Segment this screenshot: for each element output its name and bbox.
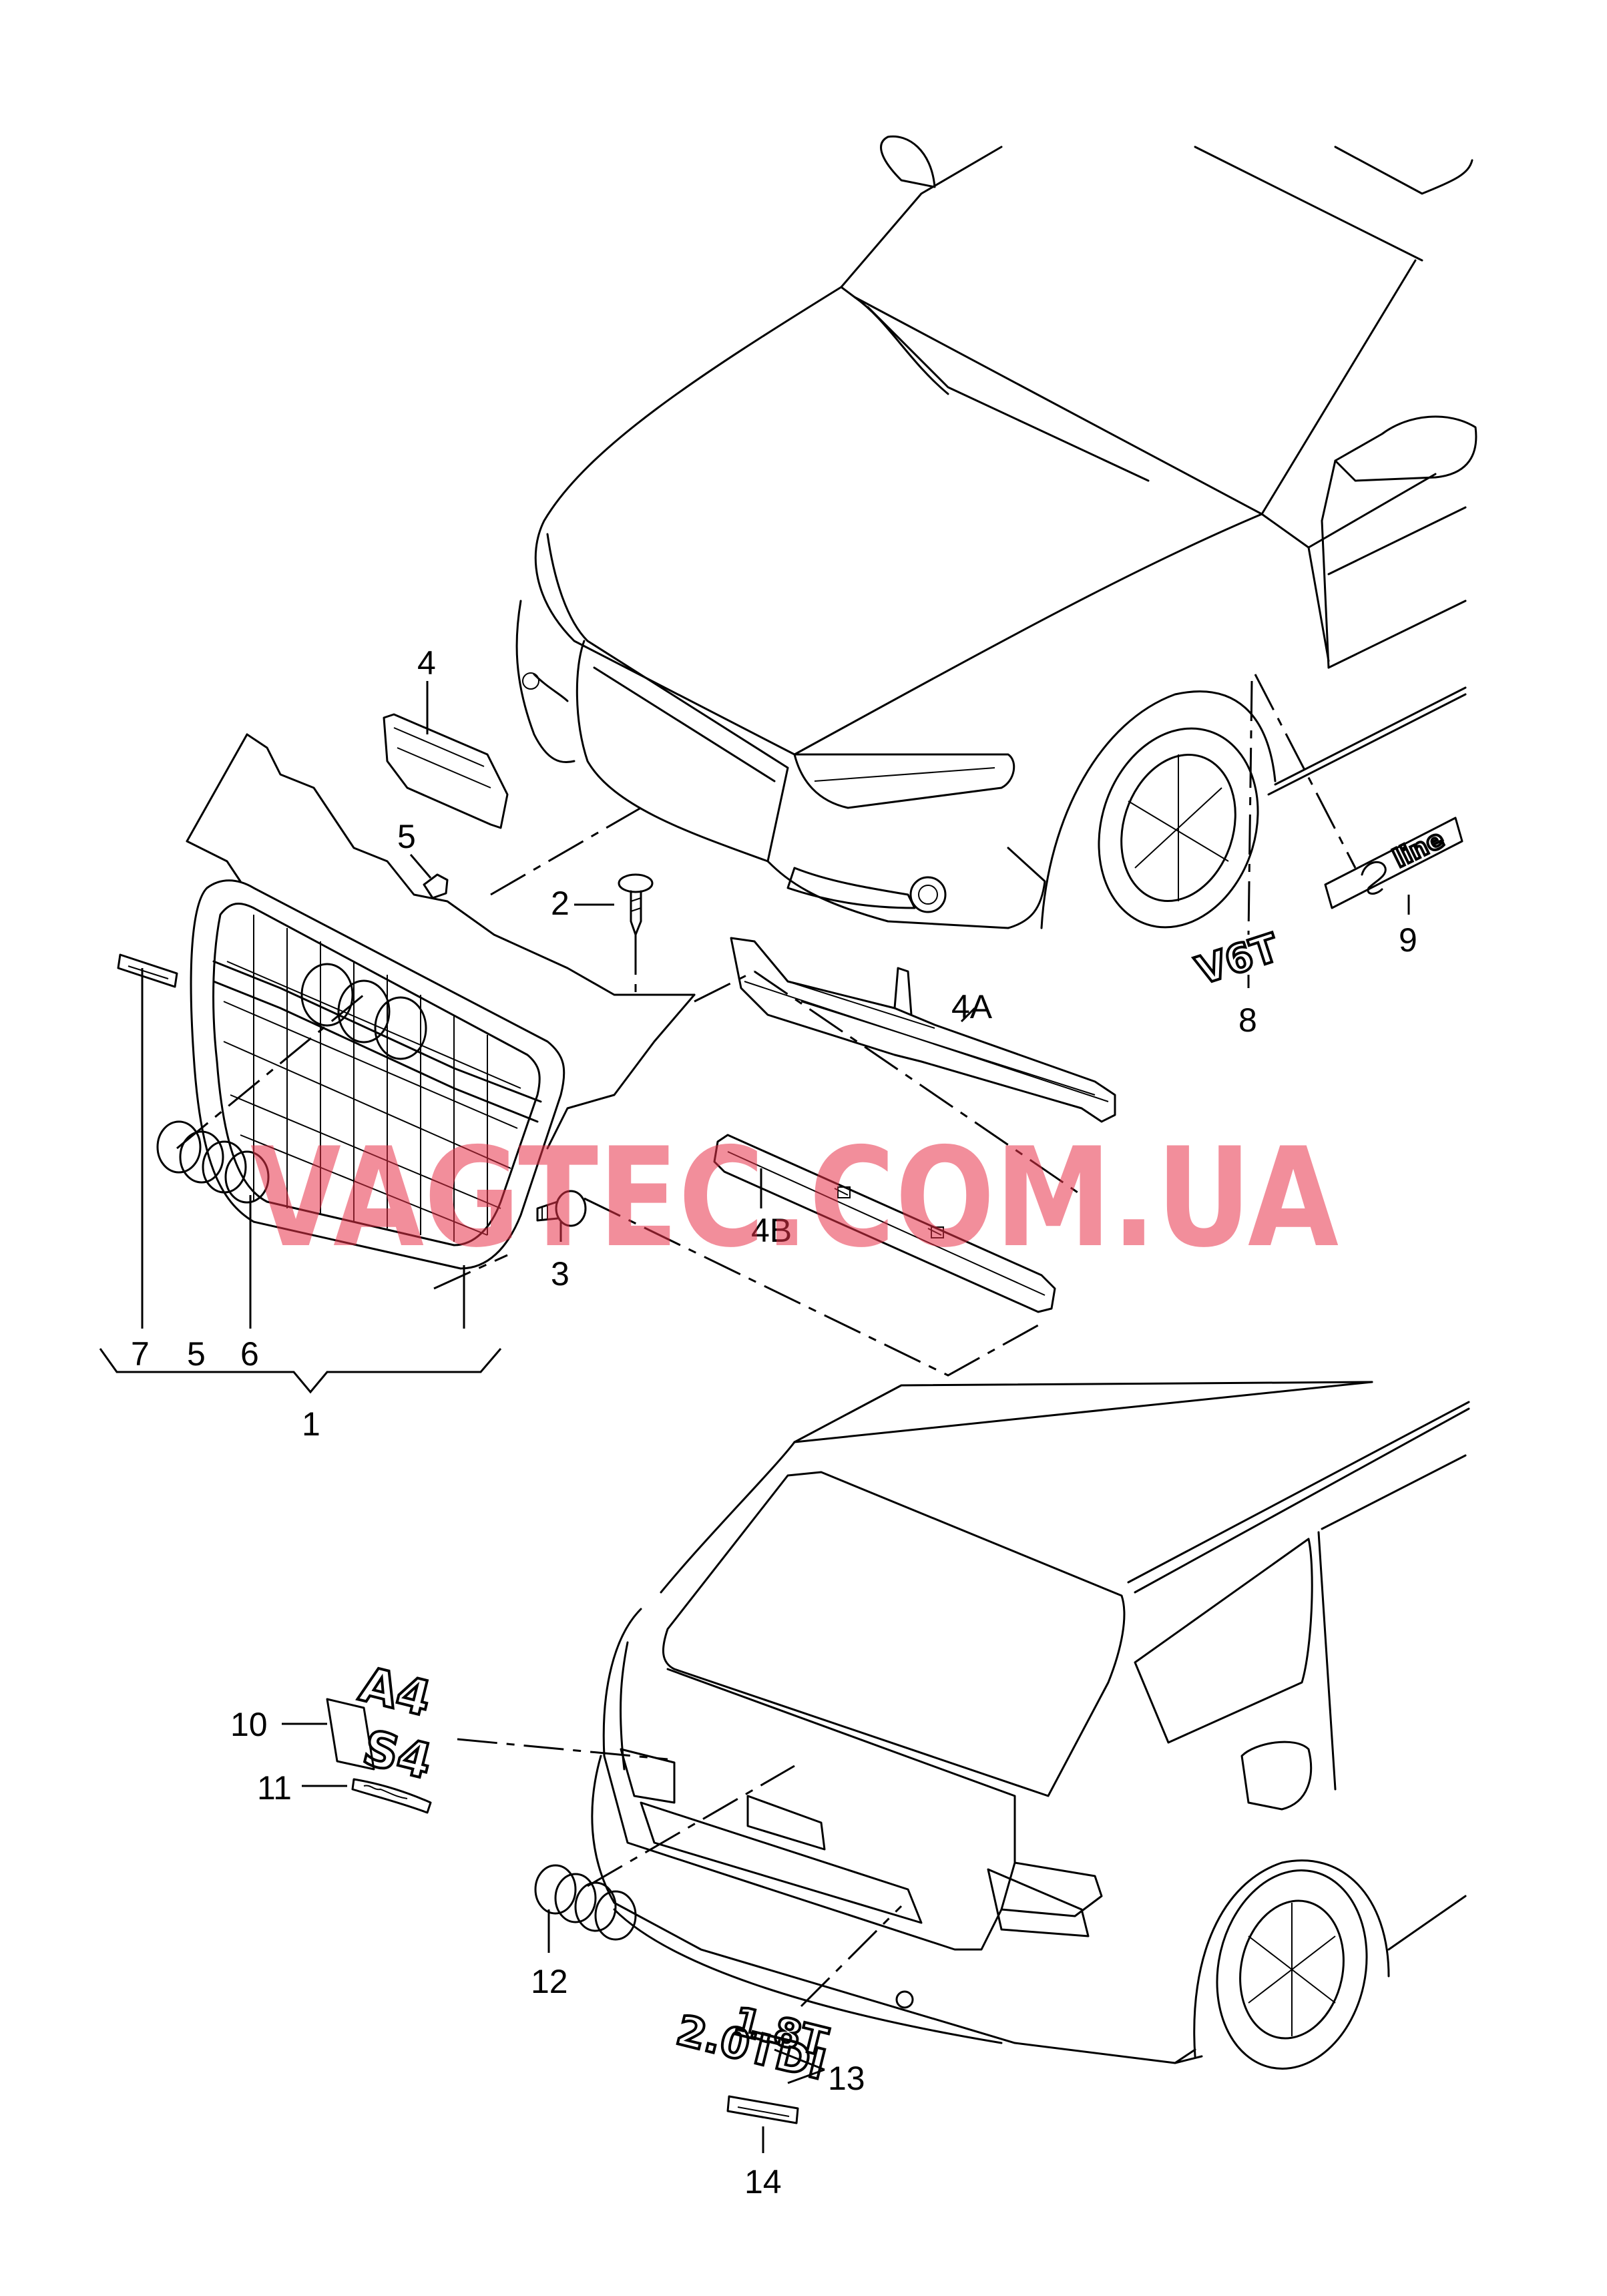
callout-5-top: 5 (397, 818, 416, 855)
watermark-text: VAGTEC.COM.UA (250, 1119, 1339, 1278)
clip-part-5 (423, 873, 449, 899)
callout-4: 4 (417, 644, 436, 682)
assembly-lines (176, 674, 1357, 2008)
leader-lines (99, 681, 1410, 2153)
screw-part-2 (618, 873, 654, 936)
callout-8: 8 (1238, 1001, 1257, 1039)
quattro-script-part-11 (351, 1778, 432, 1814)
callout-numbers: 4 5 2 3 4A 4B 8 9 7 5 6 1 10 11 12 13 14 (131, 644, 1417, 2201)
rear-car-illustration (591, 1381, 1470, 2070)
callout-3: 3 (551, 1255, 569, 1293)
air-guide-part-4a (730, 937, 1116, 1123)
air-guide-part-4b (713, 1134, 1056, 1313)
callout-11: 11 (257, 1769, 292, 1807)
callout-6: 6 (240, 1335, 259, 1373)
rings-emblem-part-6 (156, 1120, 270, 1204)
radiator-grille (186, 733, 696, 1270)
quattro-badge-part-7 (117, 953, 178, 988)
callout-14: 14 (744, 2163, 782, 2201)
callout-4a: 4A (951, 988, 993, 1025)
callout-9: 9 (1399, 921, 1417, 959)
callout-7: 7 (131, 1335, 150, 1373)
small-badge-part-14 (726, 2095, 799, 2124)
callout-1: 1 (302, 1405, 320, 1443)
v6t-emblem-part-8: V6T (1189, 923, 1285, 995)
bolt-part-3 (536, 1190, 587, 1227)
a4-emblem-text: A4 (355, 1656, 437, 1727)
trim-strip-part-4 (383, 713, 509, 829)
sline-badge-part-9: line (1324, 817, 1463, 909)
v6t-text: V6T (1190, 925, 1284, 993)
rear-rings-part-12 (534, 1864, 637, 1941)
callout-13: 13 (828, 2060, 865, 2097)
front-car-illustration (515, 135, 1477, 929)
callout-5-bottom: 5 (187, 1335, 206, 1373)
callout-4b: 4B (751, 1212, 792, 1249)
model-emblem-part-10: A4 S4 (326, 1654, 439, 1791)
callout-2: 2 (551, 885, 569, 922)
callout-12: 12 (531, 1963, 568, 2000)
s4-emblem-text: S4 (358, 1719, 437, 1790)
callout-10: 10 (230, 1706, 268, 1743)
sline-text: line (1389, 824, 1449, 873)
